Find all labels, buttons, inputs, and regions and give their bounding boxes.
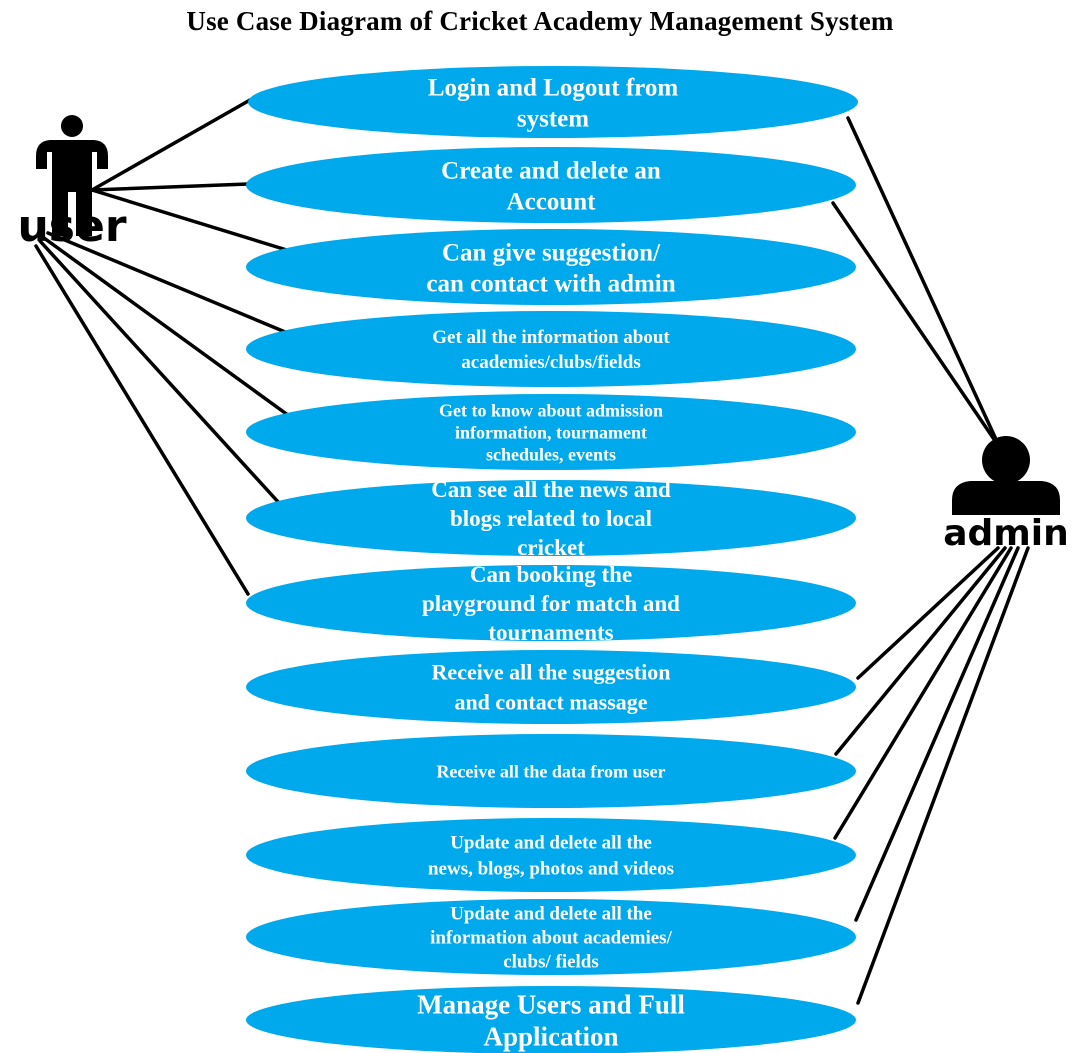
use-case-label: and contact massage: [454, 690, 647, 715]
association-line-admin: [846, 116, 1002, 450]
use-case-label: cricket: [517, 535, 585, 560]
association-line-admin: [856, 546, 1000, 680]
association-line-admin: [856, 546, 1030, 1005]
actor-user-label: user: [17, 201, 126, 252]
use-case-label: blogs related to local: [450, 506, 652, 531]
association-line-user: [34, 244, 250, 596]
use-case-4: Get all the information about academies/c…: [246, 311, 856, 387]
use-case-ellipse: [246, 986, 856, 1053]
association-line-user: [38, 239, 282, 506]
use-case-label: Can booking the: [470, 562, 632, 587]
use-case-label: Update and delete all the: [450, 904, 652, 925]
person-standing-icon: [36, 115, 108, 236]
use-case-8: Receive all the suggestion and contact ma…: [246, 650, 856, 724]
use-case-label: Can give suggestion/: [442, 239, 661, 266]
use-case-label: Application: [483, 1021, 618, 1051]
use-case-ellipse: [246, 147, 856, 223]
use-case-ellipse: [246, 480, 856, 556]
use-case-label: academies/clubs/fields: [461, 352, 640, 373]
use-case-ellipse: [246, 394, 856, 470]
use-case-ellipse: [246, 229, 856, 305]
use-case-6: Can see all the news and blogs related to…: [246, 477, 856, 560]
use-case-label: can contact with admin: [426, 270, 675, 297]
use-case-label: Can see all the news and: [431, 477, 671, 502]
use-case-1: Login and Logout from system: [248, 66, 858, 138]
association-line-user: [90, 182, 250, 192]
association-line-admin: [854, 546, 1020, 922]
use-case-ellipse: [248, 66, 858, 138]
use-case-9: Receive all the data from user: [246, 734, 856, 808]
use-case-ellipse: [246, 899, 856, 975]
use-case-ellipse: [246, 565, 856, 641]
person-bust-icon: [952, 436, 1060, 515]
association-line-admin: [831, 201, 1002, 450]
use-case-label: tournaments: [488, 620, 613, 645]
use-case-5: Get to know about admissioninformation, …: [246, 394, 856, 470]
use-case-10: Update and delete all the news, blogs, ph…: [246, 818, 856, 892]
use-case-label: news, blogs, photos and videos: [428, 859, 674, 880]
actor-user: user: [17, 115, 127, 252]
use-case-7: Can booking the playground for match and t…: [246, 562, 856, 645]
use-case-label: Receive all the suggestion: [432, 660, 671, 685]
actor-admin: admin: [943, 436, 1069, 554]
use-case-label: information about academies/: [430, 928, 672, 949]
association-line-user: [90, 188, 292, 253]
use-case-11: Update and delete all the information abo…: [246, 899, 856, 975]
use-case-ellipse: [246, 818, 856, 892]
use-case-ellipse: [246, 311, 856, 387]
use-case-label: Get all the information about: [432, 327, 670, 348]
use-case-ellipse: [246, 650, 856, 724]
association-lines: [34, 98, 1030, 1005]
use-case-label: information, tournament: [455, 422, 647, 442]
actor-admin-label: admin: [943, 513, 1069, 554]
diagram-title: Use Case Diagram of Cricket Academy Mana…: [186, 6, 894, 36]
use-case-3: Can give suggestion/can contact with adm…: [246, 229, 856, 305]
association-line-user: [46, 231, 292, 336]
use-case-ellipse: [246, 734, 856, 808]
use-case-label: Manage Users and Full: [417, 989, 685, 1019]
use-case-label: clubs/ fields: [503, 952, 599, 973]
use-case-label: schedules, events: [486, 444, 616, 464]
association-line-user: [42, 236, 294, 420]
use-case-label: Login and Logout from: [428, 74, 678, 101]
association-line-user: [90, 98, 252, 192]
use-case-label: Account: [507, 188, 597, 215]
association-line-admin: [833, 546, 1013, 840]
use-case-label: playground for match and: [422, 591, 680, 616]
use-case-label: system: [517, 105, 589, 132]
use-case-label: Update and delete all the: [450, 833, 652, 854]
use-case-label: Receive all the data from user: [436, 761, 665, 781]
use-case-label: Create and delete an: [441, 157, 661, 184]
use-case-2: Create and delete an Account: [246, 147, 856, 223]
use-case-label: Get to know about admission: [439, 400, 663, 420]
association-line-admin: [834, 546, 1007, 756]
